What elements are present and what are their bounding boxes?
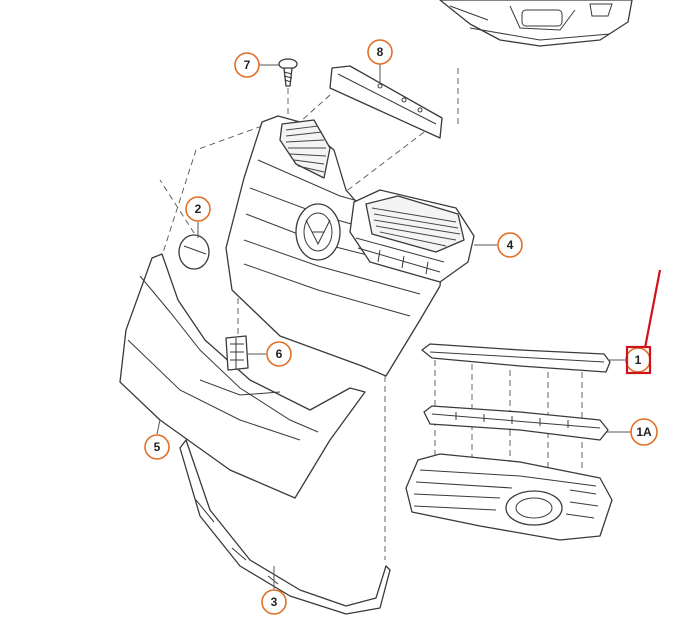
part-2-cap [178, 234, 210, 270]
part-1a-fog-trim [423, 405, 609, 441]
highlight-box-callout-1 [625, 345, 652, 375]
callout-6: 6 [266, 341, 292, 367]
part-6-clip [225, 335, 249, 371]
callout-2: 2 [185, 196, 211, 222]
callout-3-label: 3 [271, 595, 278, 609]
upper-grille-mesh [279, 119, 331, 179]
callout-7: 7 [234, 52, 260, 78]
callout-4: 4 [497, 232, 523, 258]
part-1-fog-trim [421, 343, 611, 373]
callout-1-label: 1 [635, 353, 642, 367]
callout-4-label: 4 [507, 238, 514, 252]
car-front-thumbnail [439, 0, 633, 47]
part-7-screw [278, 58, 298, 87]
part-8-trim-strip [329, 65, 443, 139]
fog-lamp-grille [405, 453, 613, 541]
part-4-grille-insert [349, 189, 475, 283]
callout-2-label: 2 [195, 202, 202, 216]
callout-1a-label: 1A [636, 425, 652, 439]
part-5-bumper-cover [119, 253, 366, 499]
callout-1a: 1A [630, 418, 658, 446]
callout-8-label: 8 [377, 45, 384, 59]
callout-3: 3 [261, 589, 287, 615]
leader-lines [156, 64, 631, 589]
highlight-pointer-line [643, 269, 662, 349]
callout-8: 8 [367, 39, 393, 65]
callout-5-label: 5 [154, 440, 161, 454]
callout-5: 5 [144, 434, 170, 460]
callout-7-label: 7 [244, 58, 251, 72]
part-3-lower-trim [179, 439, 391, 615]
callout-1: 1 [625, 347, 651, 373]
callout-6-label: 6 [276, 347, 283, 361]
